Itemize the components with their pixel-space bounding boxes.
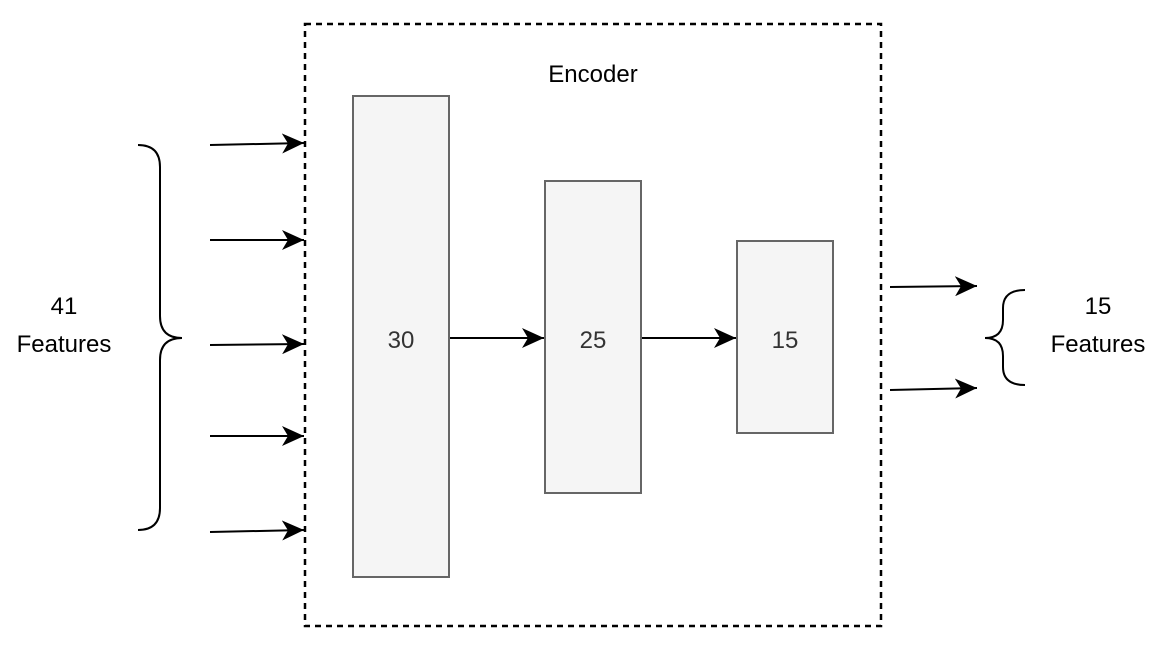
output-label: Features [1051,331,1146,358]
layer-1-box [352,95,450,578]
layer-3-units: 15 [772,327,799,354]
layer-3-box [736,240,834,434]
input-brace [137,144,183,531]
layer-1-units: 30 [388,327,415,354]
output-arrow-1 [889,276,978,297]
encoder-title: Encoder [548,61,637,88]
input-arrow-5 [209,520,305,541]
encoder-boundary [303,22,883,628]
input-arrow-3 [209,334,305,355]
output-count: 15 [1085,293,1112,320]
input-arrow-1 [209,133,305,154]
layer-2-box [544,180,642,494]
output-brace [984,289,1026,386]
input-count: 41 [51,293,78,320]
output-arrow-2 [889,378,978,399]
input-label: Features [17,331,112,358]
layer-2-units: 25 [580,327,607,354]
